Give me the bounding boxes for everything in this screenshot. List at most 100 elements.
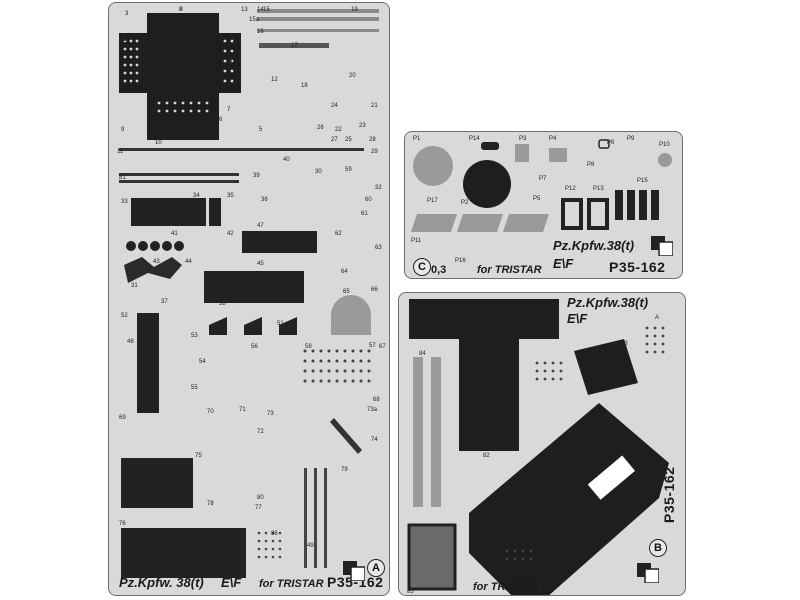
part-P3 xyxy=(515,144,529,162)
part-number-38: 38 xyxy=(219,301,226,307)
part-number-86: 86 xyxy=(271,531,278,537)
part-number-70: 70 xyxy=(207,409,214,415)
part-number-35: 35 xyxy=(227,193,234,199)
part-number-18: 18 xyxy=(301,83,308,89)
rivet-grid-b xyxy=(257,531,282,559)
part-11 xyxy=(119,148,364,151)
part-number-32: 32 xyxy=(375,185,382,191)
part-number-16: 16 xyxy=(257,29,264,35)
part-number-2: 2 xyxy=(179,7,183,13)
part-number-p6: P6 xyxy=(607,140,615,146)
part-number-45: 45 xyxy=(257,261,264,267)
part-number-41: 41 xyxy=(171,231,178,237)
part-number-39: 39 xyxy=(253,173,260,179)
part-35 xyxy=(209,198,221,226)
part-P2 xyxy=(463,160,511,208)
part-number-25: 25 xyxy=(345,137,352,143)
fret-c-circle-label: C xyxy=(413,258,431,276)
part-number-63: 63 xyxy=(375,245,382,251)
rivet-grid-a xyxy=(505,326,665,561)
part-10 xyxy=(147,118,219,140)
part-number-87: 87 xyxy=(123,37,130,43)
part-41 xyxy=(126,241,184,251)
part-number-85: 85 xyxy=(407,589,414,595)
part-number-p10: P10 xyxy=(659,142,670,148)
part-1-left xyxy=(119,33,147,93)
part-number-51: 51 xyxy=(277,321,284,327)
part-number-24: 24 xyxy=(331,103,338,109)
part-number-p17: P17 xyxy=(427,198,438,204)
part-17 xyxy=(259,43,329,48)
perforations-a xyxy=(123,39,234,113)
part-84-left xyxy=(413,357,423,507)
part-number-74: 74 xyxy=(371,437,378,443)
part-number-36: 36 xyxy=(261,197,268,203)
part-number-55: 55 xyxy=(191,385,198,391)
part-50a xyxy=(209,317,227,335)
part-number-8: 8 xyxy=(121,89,125,95)
fret-b-for-text: for TRISTAR xyxy=(473,581,538,593)
part-logo-icon xyxy=(637,563,659,583)
part-number-59: 59 xyxy=(345,167,352,173)
part-number-68: 68 xyxy=(373,397,380,403)
part-50c xyxy=(279,317,297,335)
part-number-73a: 73a xyxy=(367,407,378,413)
rivet-grid-58 xyxy=(303,349,371,383)
part-number-49: 49 xyxy=(307,543,314,549)
fret-c-for-text: for TRISTAR xyxy=(477,264,542,276)
part-number-b: B xyxy=(179,7,183,13)
part-number-43: 43 xyxy=(153,259,160,265)
part-number-29: 29 xyxy=(371,149,378,155)
part-86b xyxy=(314,468,317,568)
part-46 xyxy=(242,231,317,253)
part-number-p5: P5 xyxy=(533,196,541,202)
part-number-3: 3 xyxy=(125,11,129,17)
part-number-65: 65 xyxy=(343,289,350,295)
part-number-12: 12 xyxy=(271,77,278,83)
part-number-10: 10 xyxy=(155,140,162,146)
part-number-37: 37 xyxy=(161,299,168,305)
part-number-42: 42 xyxy=(227,231,234,237)
part-number-17: 17 xyxy=(291,43,298,49)
part-50b xyxy=(244,317,262,335)
part-number-27: 27 xyxy=(331,137,338,143)
fret-c-code: P35-162 xyxy=(609,259,666,275)
part-number-83: 83 xyxy=(621,341,628,347)
part-number-75: 75 xyxy=(195,453,202,459)
part-P15a xyxy=(615,190,623,220)
part-number-60: 60 xyxy=(365,197,372,203)
part-number-50: 50 xyxy=(219,325,226,331)
part-number-53: 53 xyxy=(191,333,198,339)
part-number-p15: P15 xyxy=(637,178,648,184)
part-number-22: 22 xyxy=(335,127,342,133)
part-number-p3: P3 xyxy=(519,136,527,142)
fret-b-model: Pz.Kpfw.38(t) xyxy=(567,295,649,310)
part-number-84: 84 xyxy=(419,351,426,357)
fret-a-circle-label: A xyxy=(367,559,385,577)
part-number-47: 47 xyxy=(257,223,264,229)
part-number-p14: P14 xyxy=(469,136,480,142)
part-P14 xyxy=(481,142,499,150)
part-45 xyxy=(204,271,304,303)
part-P4 xyxy=(549,148,567,162)
part-2 xyxy=(147,13,219,118)
fret-a-model: Pz.Kpfw. 38(t) xyxy=(119,575,204,590)
part-P11b xyxy=(457,214,503,232)
part-number-26: 26 xyxy=(317,125,324,131)
part-number-23: 23 xyxy=(359,123,366,129)
part-number-13: 13 xyxy=(241,7,248,13)
part-P10 xyxy=(658,153,672,167)
part-number-78: 78 xyxy=(207,501,214,507)
part-number-81: 81 xyxy=(119,175,126,181)
fret-a-code: P35-162 xyxy=(327,574,384,590)
part-86c xyxy=(324,468,327,568)
part-number-5: 5 xyxy=(259,127,263,133)
part-number-48: 48 xyxy=(127,339,134,345)
part-number-p1: P1 xyxy=(413,136,421,142)
